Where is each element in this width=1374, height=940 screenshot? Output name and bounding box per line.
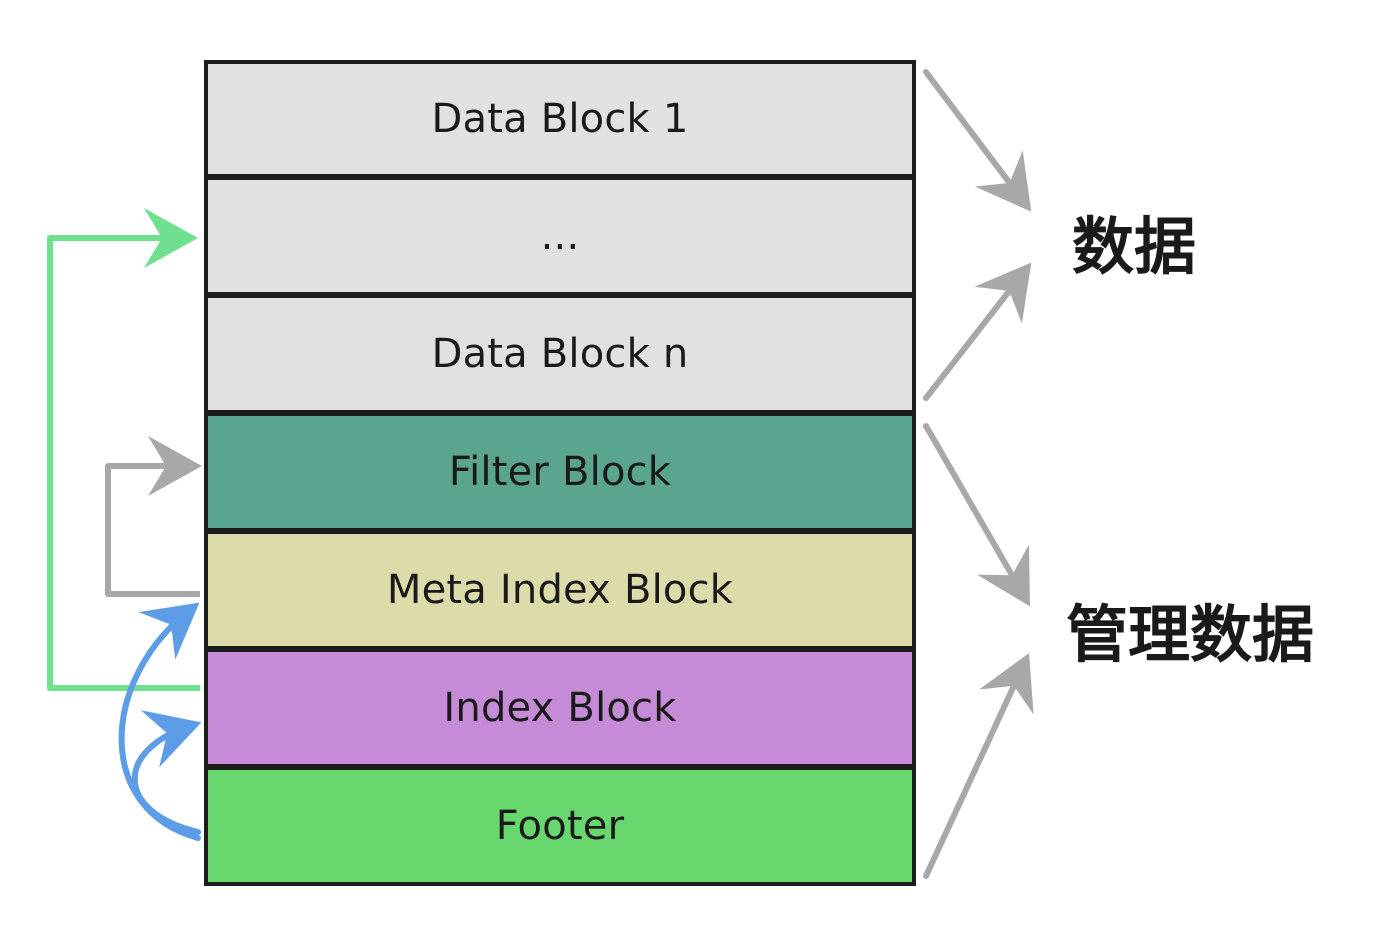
data-top-arrow <box>923 69 1032 212</box>
data-bottom-arrow <box>923 262 1032 401</box>
filter-block: Filter Block <box>204 412 916 532</box>
meta-index-to-filter-arrow <box>105 436 202 597</box>
management-bottom-arrow <box>923 653 1034 879</box>
index-block-label: Index Block <box>443 685 677 731</box>
data-block-1: Data Block 1 <box>204 60 916 178</box>
data-group-label: 数据 <box>1072 210 1197 283</box>
footer-block: Footer <box>204 766 916 886</box>
data-block-ellipsis: ... <box>204 176 916 296</box>
index-block: Index Block <box>204 648 916 768</box>
data-block-n-label: Data Block n <box>431 331 689 377</box>
data-block-ellipsis-label: ... <box>540 213 580 259</box>
management-top-arrow <box>923 423 1030 607</box>
management-group-label: 管理数据 <box>1066 598 1315 671</box>
data-block-n: Data Block n <box>204 294 916 414</box>
footer-to-index-arrow <box>131 710 202 835</box>
data-block-1-label: Data Block 1 <box>431 96 689 142</box>
index-to-data-arrow <box>47 208 200 691</box>
footer-block-label: Footer <box>495 803 625 849</box>
filter-block-label: Filter Block <box>448 449 672 495</box>
meta-index-block-label: Meta Index Block <box>386 567 734 613</box>
meta-index-block: Meta Index Block <box>204 530 916 650</box>
